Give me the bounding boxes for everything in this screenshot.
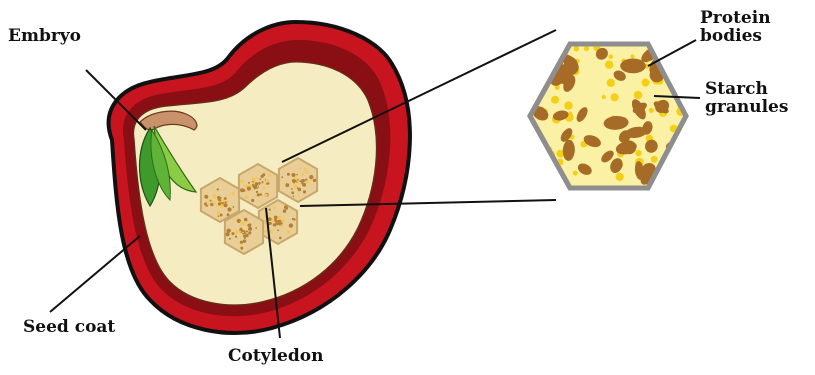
- protein-body: [534, 42, 556, 71]
- starch-granule: [649, 108, 654, 113]
- starch-granule: [607, 79, 615, 87]
- starch-granule: [631, 54, 635, 58]
- starch-granule: [611, 93, 619, 101]
- embryo-label: Embryo: [8, 27, 81, 45]
- starch-granule: [551, 96, 559, 104]
- starch-granule: [664, 180, 670, 186]
- protein-bodies-label-line-2: bodies: [700, 27, 771, 45]
- starch-granule: [573, 171, 578, 176]
- starch-granule: [670, 150, 676, 156]
- starch-granules-label: Starch granules: [705, 80, 788, 116]
- cotyledon-cell: [279, 158, 317, 202]
- seed-coat-leader-line: [50, 236, 140, 312]
- starch-granule: [602, 95, 606, 99]
- starch-granule: [568, 112, 572, 116]
- starch-granule: [540, 68, 548, 76]
- starch-granule: [574, 46, 580, 52]
- cotyledon-cell: [259, 200, 297, 244]
- starch-granule: [533, 138, 538, 143]
- starch-granules-label-line-2: granules: [705, 98, 788, 116]
- starch-granule: [674, 58, 680, 64]
- starch-granule: [608, 54, 613, 59]
- protein-bodies-label: Protein bodies: [700, 9, 771, 45]
- starch-granule: [537, 175, 542, 180]
- starch-granule: [605, 60, 613, 68]
- starch-granule: [584, 46, 589, 51]
- cotyledon-cell: [239, 164, 277, 208]
- starch-granule: [534, 161, 543, 170]
- protein-body: [620, 59, 646, 74]
- seed-coat-label: Seed coat: [23, 318, 115, 336]
- cotyledon-label: Cotyledon: [228, 347, 323, 365]
- starch-granule: [642, 79, 650, 87]
- starch-granule: [651, 156, 658, 163]
- protein-bodies-label-line-1: Protein: [700, 9, 771, 27]
- starch-granule: [564, 101, 572, 109]
- starch-granule: [634, 91, 642, 99]
- starch-granule: [635, 150, 641, 156]
- starch-granule: [616, 173, 624, 181]
- starch-granules-label-line-1: Starch: [705, 80, 788, 98]
- cotyledon-cell: [225, 210, 263, 254]
